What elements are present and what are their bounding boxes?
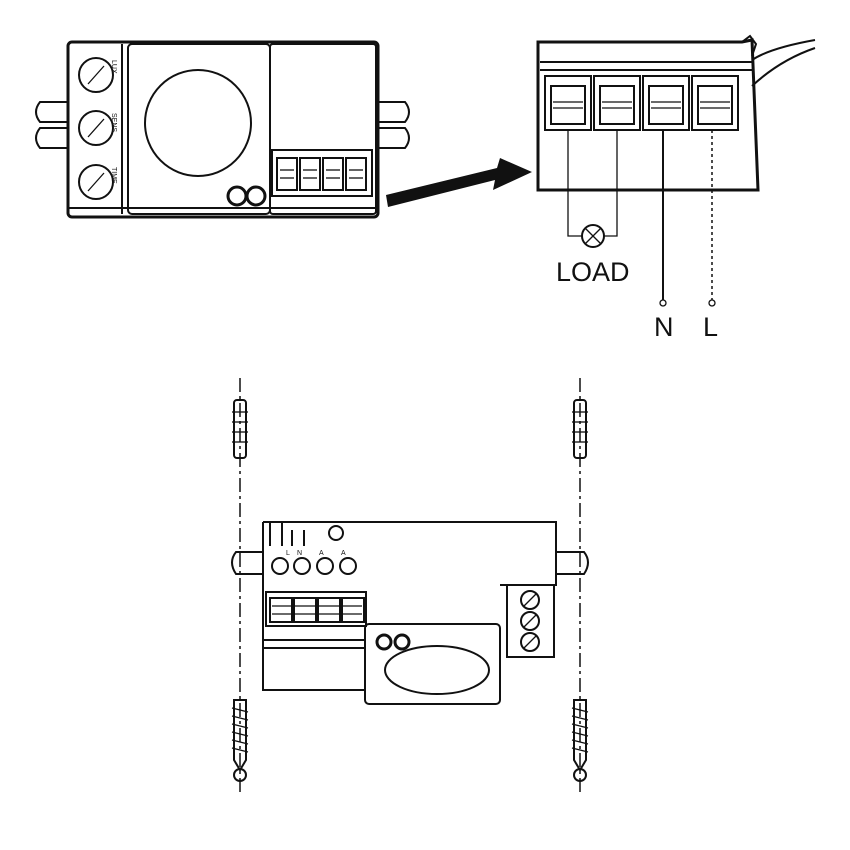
- left-wall-plug: [232, 399, 248, 459]
- knob-label-sens: SENS: [110, 113, 117, 132]
- neutral-label: N: [654, 312, 674, 342]
- terminal-slot-3: [642, 75, 690, 131]
- lamp-icon: [581, 224, 605, 248]
- load-label: LOAD: [556, 257, 630, 287]
- terminal-wiring-detail: LOAD N L: [536, 34, 816, 342]
- terminal-slot-1: [544, 75, 592, 131]
- left-mount-ear: [35, 101, 68, 123]
- live-label: L: [703, 312, 718, 342]
- terminal-screw-1: [271, 557, 289, 575]
- pin-label-n: N: [297, 550, 302, 557]
- side-led-1: [375, 633, 393, 651]
- load-wire-2: [604, 130, 618, 237]
- right-mount-ear: [378, 101, 410, 123]
- terminal-slot-4: [691, 75, 739, 131]
- led-indicator-2: [245, 185, 267, 207]
- right-screw: [571, 699, 589, 782]
- terminal-block-small: [271, 149, 373, 197]
- lens-housing: [364, 623, 501, 705]
- direction-arrow: [386, 158, 532, 207]
- right-side-ear: [556, 551, 589, 575]
- pin-label-l: L: [286, 550, 290, 557]
- right-wall-plug: [572, 399, 588, 459]
- mounting-diagram: L N A A: [231, 378, 589, 795]
- sensor-lens: [144, 69, 252, 177]
- lux-knob: LUX: [78, 57, 117, 93]
- knob-label-time: TIME: [110, 167, 117, 184]
- connector-pins: L N A A: [269, 522, 346, 557]
- module-housing: [66, 40, 380, 219]
- side-sensor-lens: [384, 645, 490, 695]
- terminal-block-side: [265, 591, 367, 627]
- led-indicator-1: [226, 185, 248, 207]
- pin-label-a2: A: [341, 550, 346, 557]
- sens-knob: SENS: [78, 110, 117, 146]
- terminal-screw-4: [339, 557, 357, 575]
- terminal-screw-3: [316, 557, 334, 575]
- left-screw: [231, 699, 249, 782]
- terminal-slot-2: [593, 75, 641, 131]
- sensor-module-front: LUX SENS TIME: [35, 40, 410, 219]
- pin-label-a1: A: [319, 550, 324, 557]
- time-knob: TIME: [78, 164, 117, 200]
- load-wire-1: [567, 130, 582, 237]
- side-led-2: [393, 633, 411, 651]
- left-side-ear: [231, 551, 263, 575]
- terminal-screw-2: [293, 557, 311, 575]
- module-body-outline: [263, 521, 557, 586]
- side-knob-block: [506, 584, 555, 658]
- terminal-housing: [536, 38, 760, 192]
- knob-label-lux: LUX: [110, 60, 117, 74]
